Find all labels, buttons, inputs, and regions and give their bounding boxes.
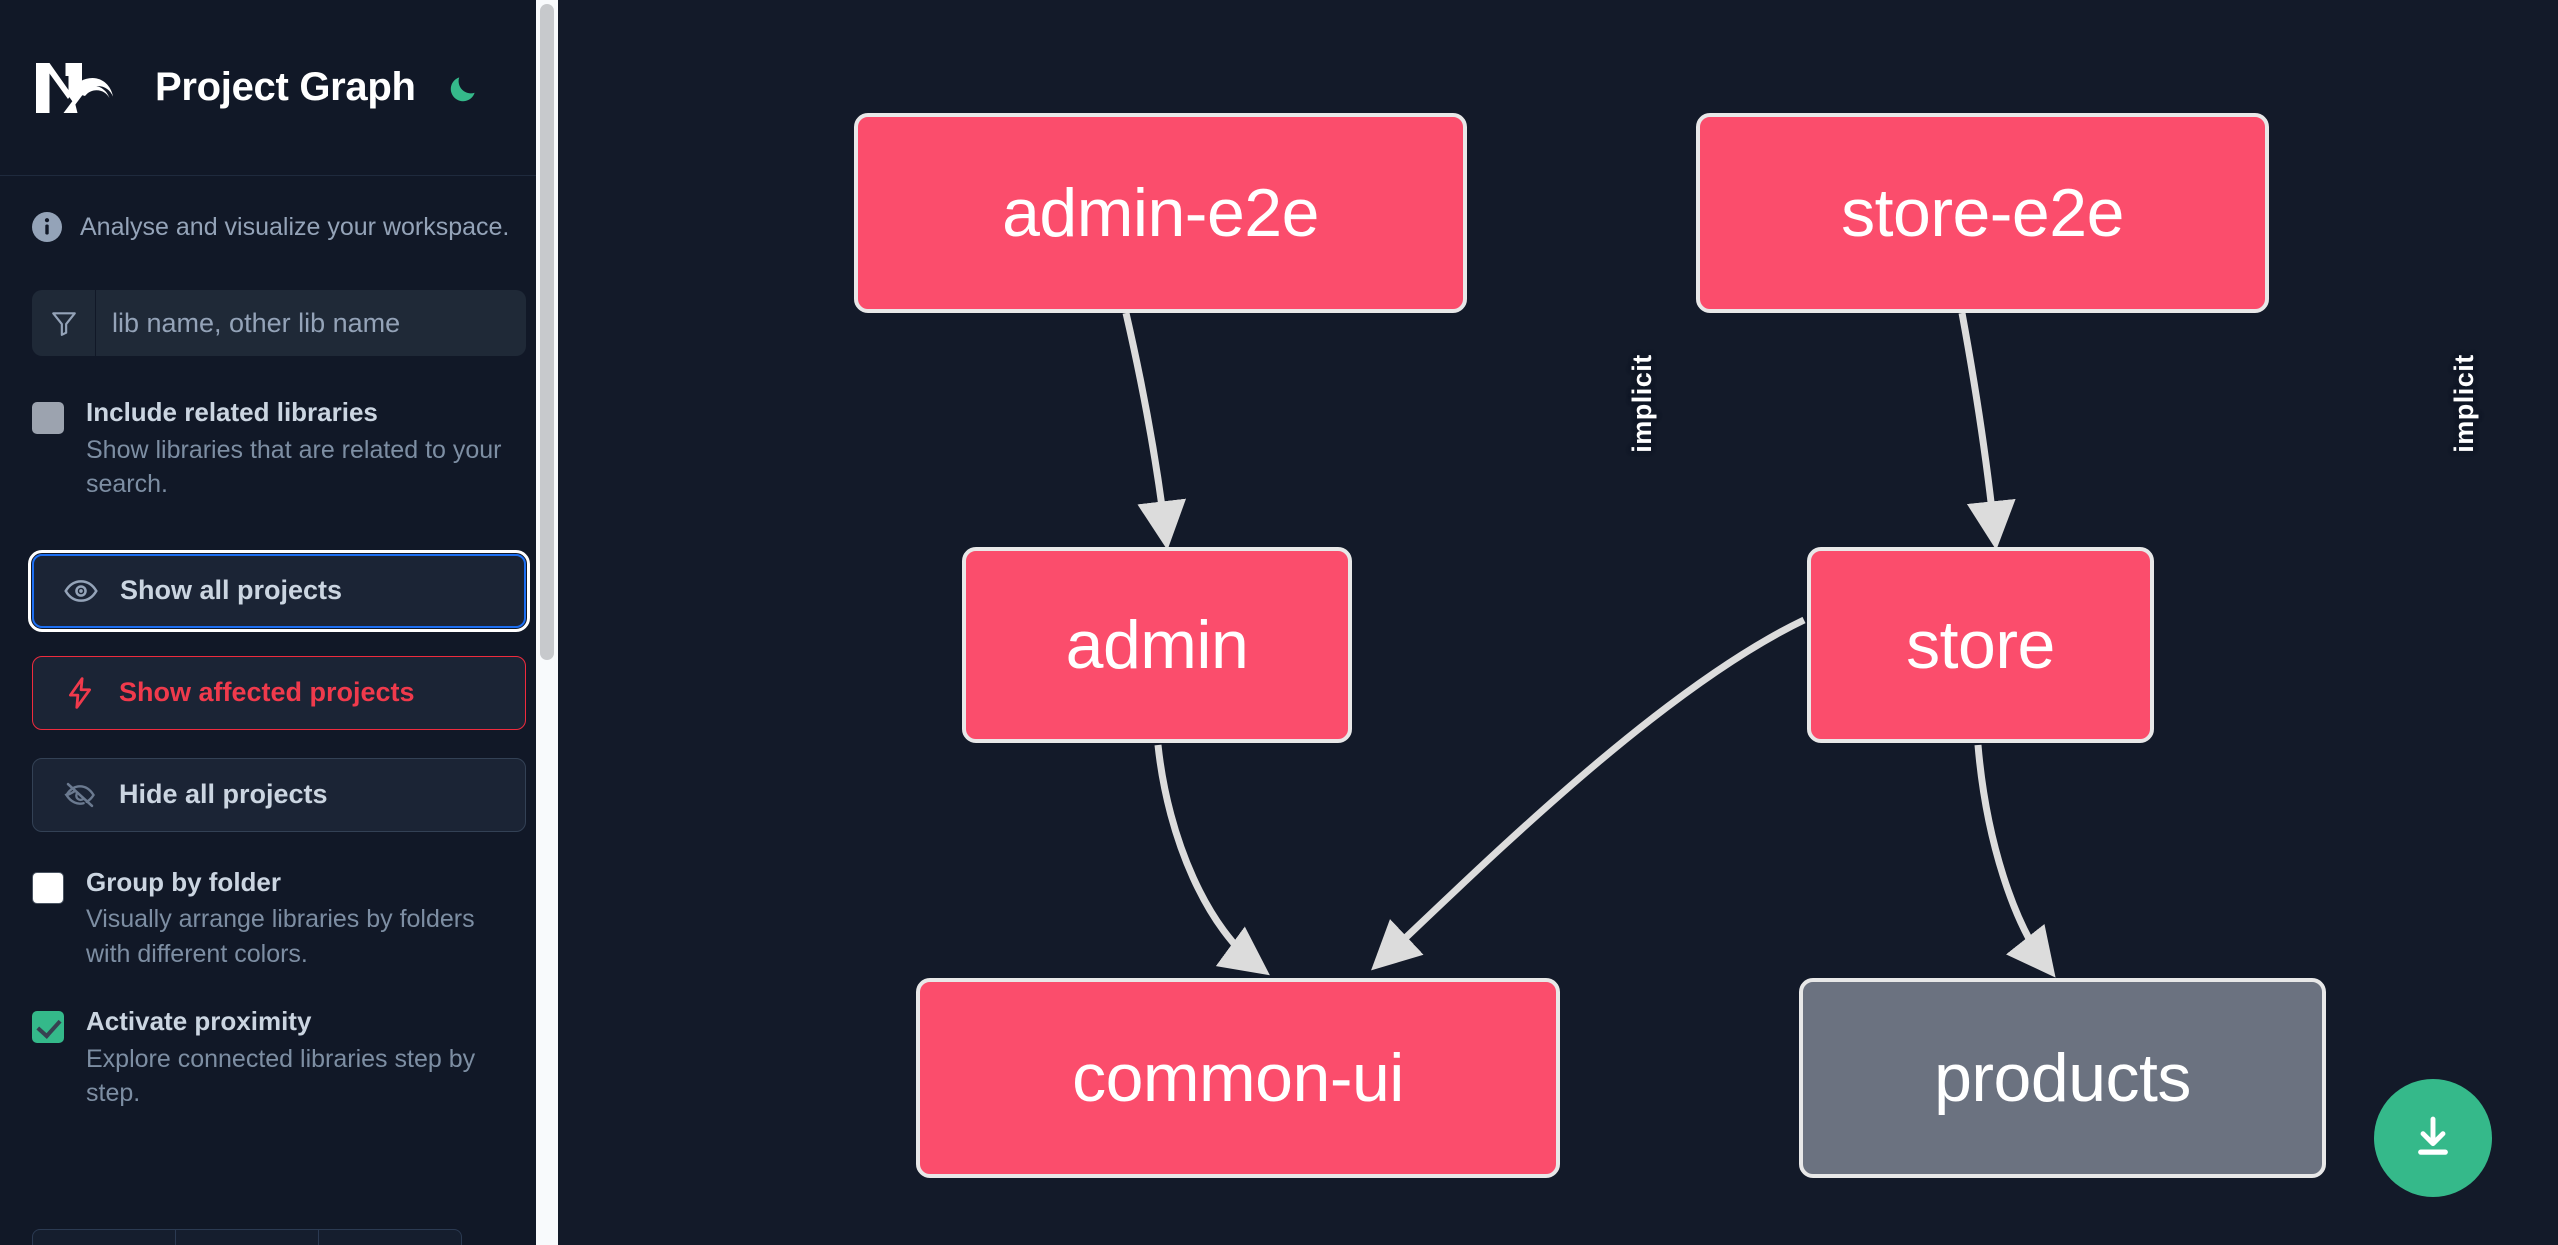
- lightning-bolt-icon: [59, 676, 101, 709]
- show-all-projects-button[interactable]: Show all projects: [28, 549, 530, 632]
- sidebar-body: Analyse and visualize your workspace. In…: [0, 176, 558, 1111]
- show-all-projects-label: Show all projects: [120, 575, 343, 605]
- edge-admin-e2e-to-admin: [1122, 312, 1187, 551]
- download-icon: [2410, 1113, 2456, 1164]
- project-graph-canvas[interactable]: implicit implicit admin-e2e store-e2e ad…: [558, 0, 2558, 1245]
- search-input[interactable]: [96, 290, 526, 356]
- info-banner: Analyse and visualize your workspace.: [32, 176, 526, 242]
- bottom-toolbar-segment[interactable]: [176, 1230, 319, 1245]
- include-related-description: Show libraries that are related to your …: [86, 435, 502, 499]
- download-graph-button[interactable]: [2374, 1079, 2492, 1197]
- sidebar-scrollbar-thumb[interactable]: [540, 4, 554, 660]
- graph-edges: [1122, 312, 2056, 978]
- sidebar-scrollbar[interactable]: [536, 0, 558, 1245]
- graph-node-admin-e2e[interactable]: admin-e2e: [854, 113, 1467, 313]
- group-by-folder-description: Visually arrange libraries by folders wi…: [86, 905, 475, 968]
- sidebar-header: Project Graph: [0, 0, 558, 176]
- edge-store-e2e-to-store: [1958, 312, 2016, 551]
- bottom-toolbar-segment[interactable]: [33, 1230, 176, 1245]
- graph-node-store[interactable]: store: [1807, 547, 2154, 743]
- group-by-folder-label: Group by folder: [86, 866, 281, 897]
- activate-proximity-description: Explore connected libraries step by step…: [86, 1044, 476, 1108]
- nx-logo-icon: [32, 57, 120, 119]
- edge-store-to-products: [1974, 744, 2056, 978]
- edge-admin-to-common-ui: [1154, 744, 1270, 976]
- include-related-label: Include related libraries: [86, 397, 378, 427]
- checkbox-indeterminate-icon[interactable]: [32, 402, 64, 434]
- page-title: Project Graph: [155, 65, 416, 109]
- checkbox-checked-icon[interactable]: [32, 1011, 64, 1043]
- project-visibility-buttons: Show all projects Show affected projects: [28, 549, 530, 832]
- moon-icon[interactable]: [444, 68, 484, 108]
- activate-proximity-label: Activate proximity: [86, 1006, 312, 1036]
- sidebar-bottom-toolbar[interactable]: [32, 1229, 462, 1245]
- edge-store-to-common-ui: [1371, 616, 1806, 971]
- info-circle-icon: [32, 212, 62, 242]
- graph-node-admin[interactable]: admin: [962, 547, 1352, 743]
- bottom-toolbar-segment[interactable]: [319, 1230, 461, 1245]
- show-affected-projects-button[interactable]: Show affected projects: [32, 655, 526, 730]
- include-related-libraries-option[interactable]: Include related libraries Show libraries…: [32, 396, 526, 502]
- eye-off-icon: [59, 782, 101, 808]
- checkbox-unchecked-icon[interactable]: [32, 871, 64, 904]
- filter-search-box[interactable]: [32, 290, 526, 356]
- sidebar: Project Graph Analyse and visualize your…: [0, 0, 558, 1245]
- group-by-folder-option[interactable]: Group by folder Visually arrange librari…: [32, 866, 526, 972]
- graph-node-products[interactable]: products: [1799, 978, 2326, 1178]
- hide-all-projects-button[interactable]: Hide all projects: [32, 757, 526, 832]
- show-affected-projects-label: Show affected projects: [119, 677, 415, 707]
- hide-all-projects-label: Hide all projects: [119, 779, 328, 809]
- activate-proximity-option[interactable]: Activate proximity Explore connected lib…: [32, 1005, 526, 1111]
- eye-icon: [60, 579, 102, 603]
- funnel-filter-icon: [32, 290, 96, 356]
- graph-node-common-ui[interactable]: common-ui: [916, 978, 1560, 1178]
- info-text: Analyse and visualize your workspace.: [80, 212, 510, 241]
- graph-node-store-e2e[interactable]: store-e2e: [1696, 113, 2269, 313]
